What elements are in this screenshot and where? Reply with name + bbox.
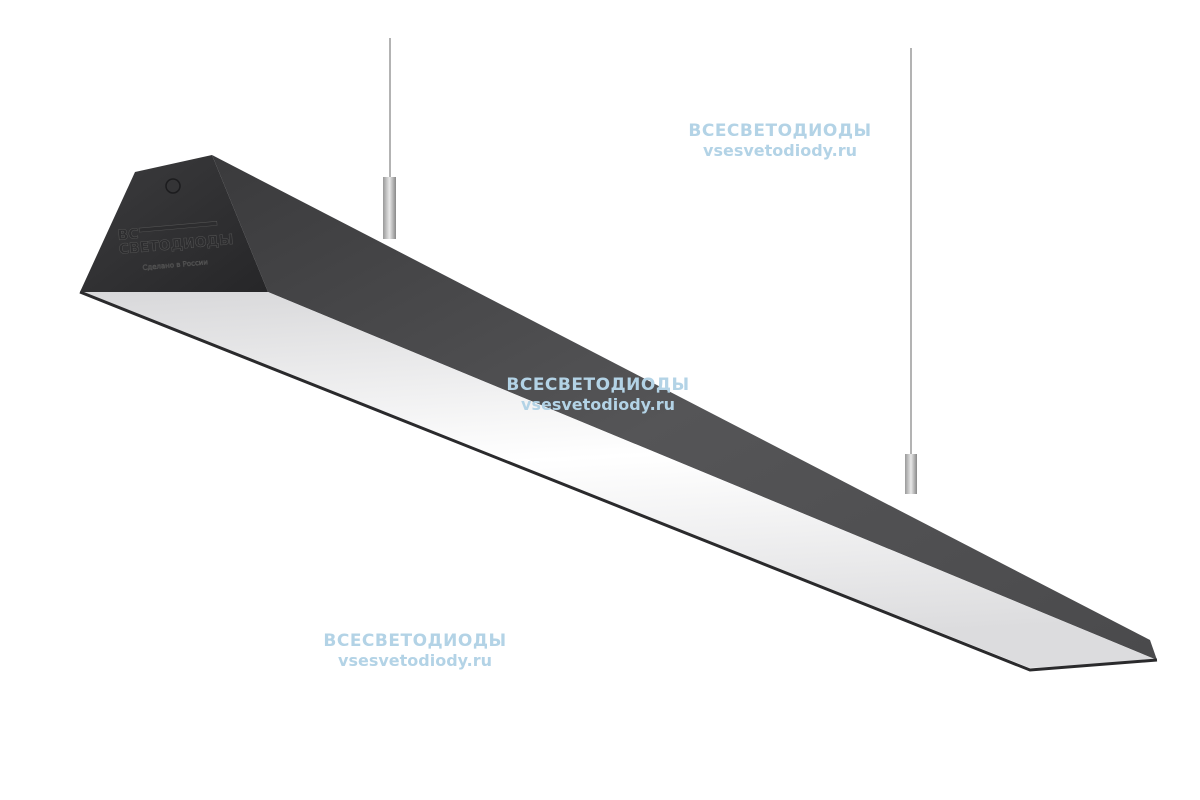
watermark-url: vsesvetodiody.ru — [521, 395, 675, 414]
end-cap — [80, 155, 268, 292]
svg-text:ВС: ВС — [117, 226, 139, 244]
watermark-brand: ВСЕСВЕТОДИОДЫ — [323, 631, 507, 651]
watermark-top: ВСЕСВЕТОДИОДЫ vsesvetodiody.ru — [688, 121, 871, 161]
suspension-cable-right — [905, 48, 917, 494]
watermark-center: ВСЕСВЕТОДИОДЫ vsesvetodiody.ru — [506, 375, 689, 415]
brand-logo-emboss: ВС СВЕТОДИОДЫ Сделано в России — [117, 221, 234, 272]
housing-top-face — [212, 155, 1157, 660]
watermark-brand: ВСЕСВЕТОДИОДЫ — [506, 375, 690, 395]
watermark-bottom: ВСЕСВЕТОДИОДЫ vsesvetodiody.ru — [323, 631, 506, 671]
watermark-brand: ВСЕСВЕТОДИОДЫ — [688, 121, 872, 141]
watermark-url: vsesvetodiody.ru — [703, 141, 857, 160]
diffuser — [82, 292, 1157, 668]
housing-bottom-rim — [79, 290, 1158, 672]
end-cap-screw — [165, 178, 181, 194]
watermark-url: vsesvetodiody.ru — [338, 651, 492, 670]
suspension-cable-left — [383, 38, 396, 239]
